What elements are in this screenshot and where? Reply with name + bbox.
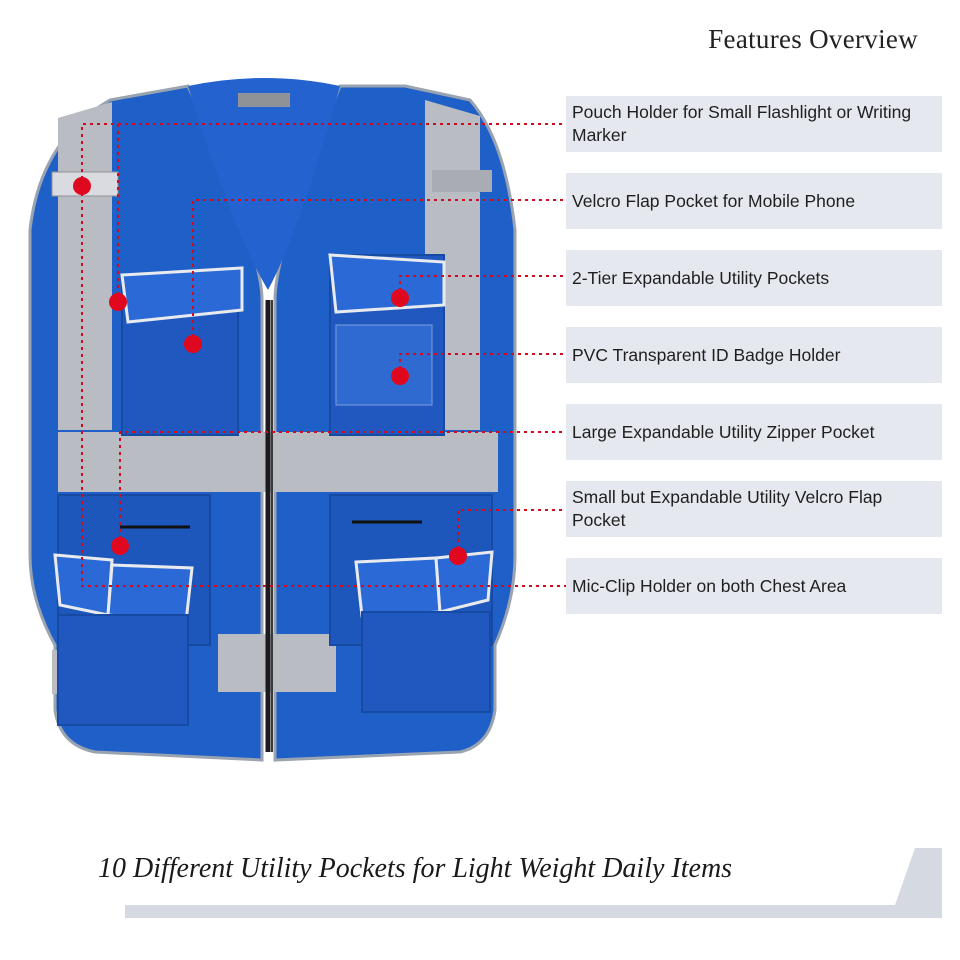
- feature-label-text: 2-Tier Expandable Utility Pockets: [572, 267, 830, 288]
- feature-label-text: Small but Expandable Utility Velcro Flap…: [572, 487, 883, 530]
- marker-phone-pocket: [184, 335, 202, 353]
- feature-markers: [73, 177, 467, 565]
- feature-label-mic-clip-holder: Mic-Clip Holder on both Chest Area: [566, 558, 942, 614]
- feature-label-id-badge-holder: PVC Transparent ID Badge Holder: [566, 327, 942, 383]
- page-title: Features Overview: [708, 24, 918, 54]
- feature-label-2-tier-pocket: 2-Tier Expandable Utility Pockets: [566, 250, 942, 306]
- feature-label-text: Large Expandable Utility Zipper Pocket: [572, 421, 875, 442]
- marker-velcro-flap-pocket: [449, 547, 467, 565]
- marker-id-badge-holder: [391, 367, 409, 385]
- footer-banner: [125, 848, 942, 918]
- feature-label-flashlight-holder: Pouch Holder for Small Flashlight or Wri…: [566, 96, 942, 152]
- leader-line-3: [192, 199, 566, 344]
- footer-tagline: 10 Different Utility Pockets for Light W…: [98, 853, 733, 884]
- vest-body: [28, 78, 517, 762]
- feature-label-text: Velcro Flap Pocket for Mobile Phone: [572, 190, 856, 211]
- feature-label-text: Mic-Clip Holder on both Chest Area: [572, 575, 847, 596]
- feature-label-velcro-flap-pocket: Small but Expandable Utility Velcro Flap…: [566, 481, 942, 537]
- leader-line-6: [119, 431, 566, 546]
- marker-zipper-pocket: [111, 537, 129, 555]
- feature-label-text: PVC Transparent ID Badge Holder: [572, 344, 841, 365]
- marker-2-tier-pocket: [391, 289, 409, 307]
- feature-label-zipper-pocket: Large Expandable Utility Zipper Pocket: [566, 404, 942, 460]
- marker-flashlight-holder: [73, 177, 91, 195]
- feature-label-phone-pocket: Velcro Flap Pocket for Mobile Phone: [566, 173, 942, 229]
- leader-line-8: [81, 186, 566, 587]
- leader-line-7: [457, 509, 566, 556]
- feature-label-text: Pouch Holder for Small Flashlight or Wri…: [572, 102, 912, 145]
- leader-lines: [81, 123, 566, 587]
- marker-chest-left-top: [109, 293, 127, 311]
